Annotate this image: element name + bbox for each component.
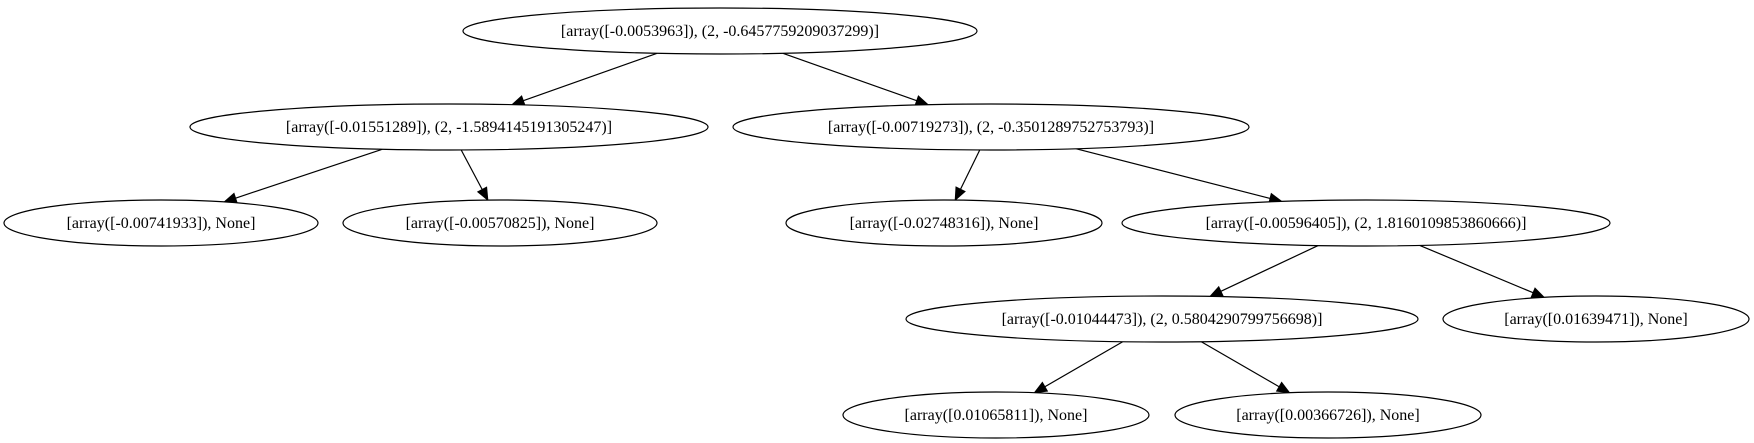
edge-n2-n5 — [954, 149, 981, 202]
tree-node: [array([0.00366726]), None] — [1174, 391, 1482, 439]
arrowhead-icon — [914, 95, 930, 106]
edge-n2-n6 — [1075, 148, 1283, 204]
node-ellipse — [1121, 199, 1611, 247]
node-ellipse — [189, 103, 709, 151]
node-ellipse — [732, 103, 1250, 151]
nodes-layer: [array([-0.0053963]), (2, -0.64577592090… — [3, 7, 1750, 439]
tree-node: [array([-0.01044473]), (2, 0.58042907997… — [905, 295, 1419, 343]
tree-node: [array([-0.01551289]), (2, -1.5894145191… — [189, 103, 709, 151]
node-ellipse — [842, 391, 1150, 439]
edge-line — [782, 52, 917, 102]
tree-node: [array([-0.02748316]), None] — [785, 199, 1103, 247]
arrowhead-icon — [510, 95, 526, 106]
node-ellipse — [785, 199, 1103, 247]
edge-n0-n2 — [782, 52, 930, 106]
edge-n0-n1 — [510, 52, 658, 106]
tree-node: [array([-0.00741933]), None] — [3, 199, 319, 247]
node-label: [array([-0.00570825]), None] — [406, 215, 595, 232]
arrowhead-icon — [1530, 287, 1546, 298]
edge-line — [1419, 244, 1534, 294]
edge-line — [1075, 148, 1271, 200]
edge-n1-n4 — [460, 149, 489, 202]
arrowhead-icon — [1275, 381, 1291, 394]
node-label: [array([-0.02748316]), None] — [850, 215, 1039, 232]
node-label: [array([0.00366726]), None] — [1236, 407, 1419, 424]
edge-line — [1220, 245, 1319, 292]
edge-line — [523, 52, 658, 102]
arrowhead-icon — [476, 186, 489, 202]
node-ellipse — [342, 199, 658, 247]
edge-n7-n9 — [1033, 341, 1124, 394]
edge-line — [959, 149, 981, 190]
edge-line — [1044, 341, 1124, 388]
node-ellipse — [1442, 295, 1750, 343]
tree-node: [array([0.01639471]), None] — [1442, 295, 1750, 343]
node-ellipse — [905, 295, 1419, 343]
node-label: [array([0.01065811]), None] — [905, 407, 1088, 424]
node-label: [array([0.01639471]), None] — [1504, 311, 1687, 328]
edge-n1-n3 — [222, 148, 383, 204]
edge-line — [235, 148, 383, 199]
edge-n6-n8 — [1419, 244, 1546, 298]
edge-n7-n10 — [1200, 341, 1291, 394]
node-label: [array([-0.00596405]), (2, 1.81601098538… — [1206, 215, 1527, 232]
arrowhead-icon — [1033, 381, 1049, 394]
edge-n6-n7 — [1208, 245, 1319, 297]
arrowhead-icon — [954, 186, 966, 202]
tree-node: [array([-0.00719273]), (2, -0.3501289752… — [732, 103, 1250, 151]
tree-node: [array([0.01065811]), None] — [842, 391, 1150, 439]
node-ellipse — [462, 7, 978, 55]
tree-node: [array([-0.0053963]), (2, -0.64577592090… — [462, 7, 978, 55]
tree-node: [array([-0.00570825]), None] — [342, 199, 658, 247]
arrowhead-icon — [1208, 285, 1224, 297]
node-label: [array([-0.00741933]), None] — [67, 215, 256, 232]
node-label: [array([-0.01551289]), (2, -1.5894145191… — [286, 119, 612, 136]
node-ellipse — [1174, 391, 1482, 439]
edge-line — [460, 149, 483, 190]
node-label: [array([-0.01044473]), (2, 0.58042907997… — [1002, 311, 1323, 328]
tree-node: [array([-0.00596405]), (2, 1.81601098538… — [1121, 199, 1611, 247]
node-ellipse — [3, 199, 319, 247]
node-label: [array([-0.0053963]), (2, -0.64577592090… — [561, 23, 879, 40]
edge-line — [1200, 341, 1280, 388]
node-label: [array([-0.00719273]), (2, -0.3501289752… — [828, 119, 1154, 136]
